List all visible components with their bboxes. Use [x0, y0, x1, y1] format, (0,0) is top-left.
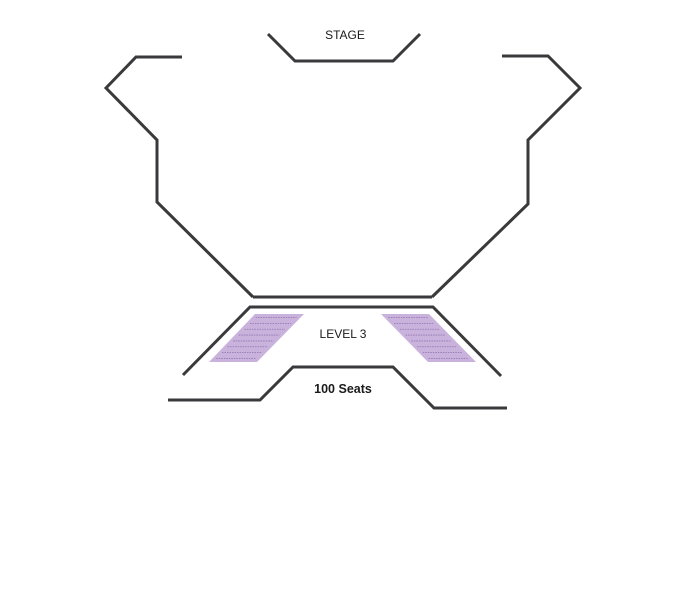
seat-section-right[interactable] [381, 314, 476, 362]
level-3-rear-wall [168, 365, 507, 410]
seat-section-right-rows [388, 317, 469, 359]
seat-section-left[interactable] [209, 314, 304, 362]
stage-label: STAGE [325, 28, 365, 42]
level-label: LEVEL 3 [320, 327, 367, 341]
seat-section-right-area[interactable] [381, 314, 476, 362]
stage-outline [266, 32, 422, 63]
auditorium-wall-left [103, 55, 255, 299]
seat-count-label: 100 Seats [314, 382, 372, 396]
seat-section-left-area[interactable] [209, 314, 304, 362]
seat-section-left-rows [216, 317, 297, 359]
auditorium-wall-right [430, 54, 583, 299]
level-3-front-rail [181, 305, 503, 378]
